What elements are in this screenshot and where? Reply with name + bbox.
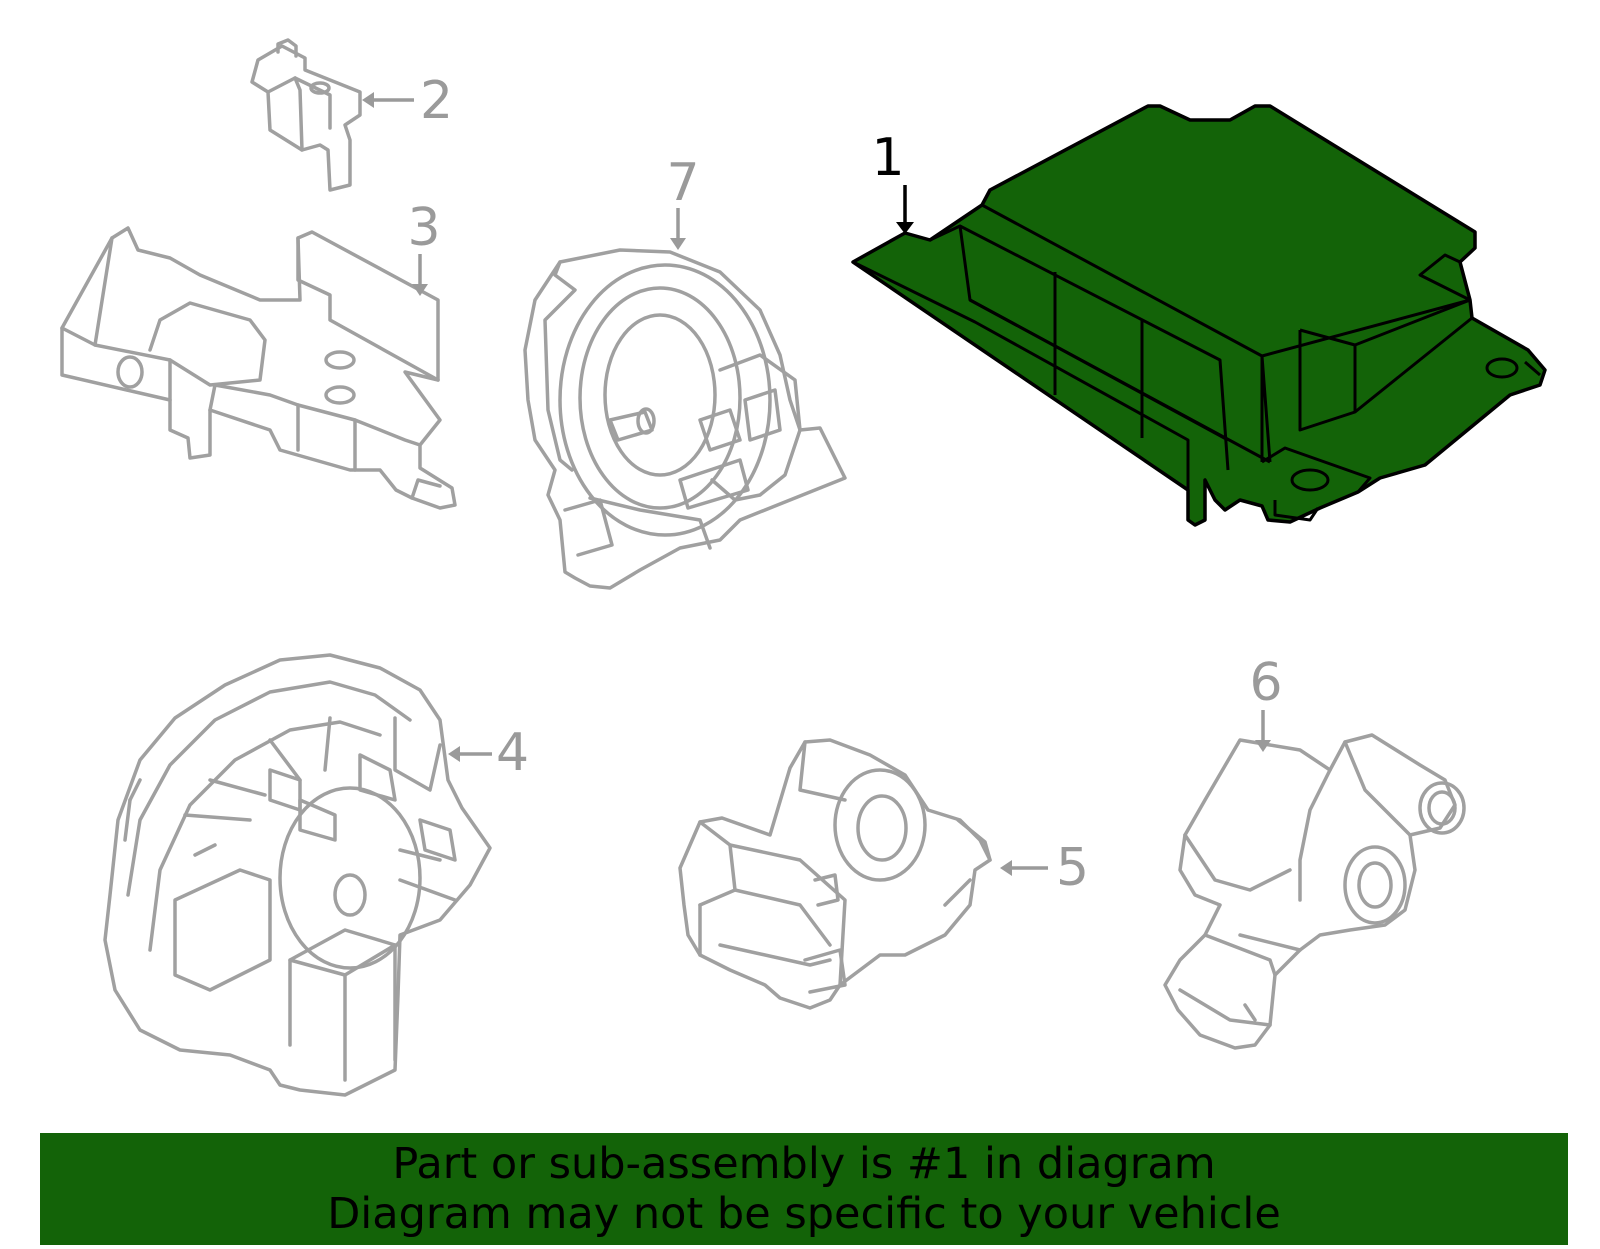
callout-7: 7 bbox=[666, 153, 700, 250]
part-3-bracket[interactable] bbox=[60, 226, 457, 510]
callout-2-label: 2 bbox=[420, 71, 453, 131]
callout-5: 5 bbox=[1000, 838, 1089, 898]
part-7-clock-spring[interactable] bbox=[523, 248, 847, 590]
callout-1: 1 bbox=[871, 128, 914, 234]
banner-line-2: Diagram may not be specific to your vehi… bbox=[327, 1189, 1281, 1239]
part-5-sensor[interactable] bbox=[678, 738, 992, 1010]
callout-6: 6 bbox=[1249, 653, 1283, 752]
callout-3-label: 3 bbox=[407, 198, 440, 258]
callout-7-label: 7 bbox=[666, 153, 699, 213]
callout-2: 2 bbox=[362, 71, 453, 131]
part-2-sensor[interactable] bbox=[250, 38, 362, 192]
callout-6-label: 6 bbox=[1249, 653, 1282, 713]
callout-1-label: 1 bbox=[871, 128, 904, 188]
callout-5-label: 5 bbox=[1056, 838, 1089, 898]
callout-4-label: 4 bbox=[496, 723, 529, 783]
info-banner: Part or sub-assembly is #1 in diagram Di… bbox=[40, 1133, 1568, 1245]
part-4-assembly[interactable] bbox=[103, 653, 492, 1097]
callout-4: 4 bbox=[448, 723, 529, 783]
callout-3: 3 bbox=[407, 198, 441, 296]
part-1-control-module[interactable] bbox=[851, 104, 1547, 527]
part-6-sensor[interactable] bbox=[1163, 733, 1466, 1050]
banner-line-1: Part or sub-assembly is #1 in diagram bbox=[392, 1139, 1216, 1189]
